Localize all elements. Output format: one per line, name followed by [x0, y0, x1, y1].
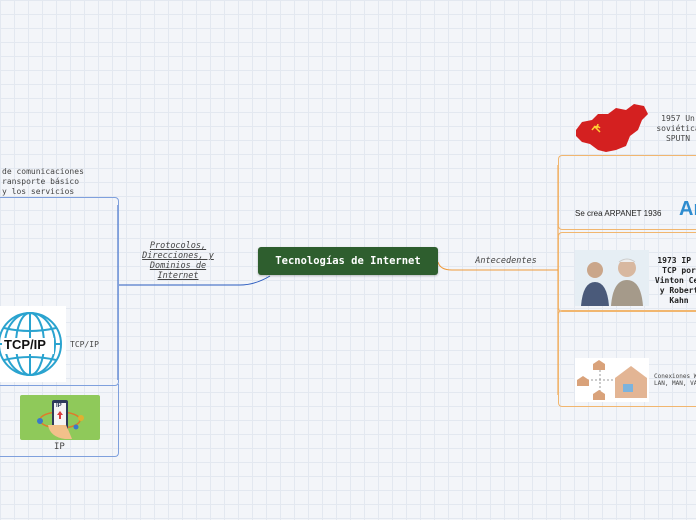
inventors-photo: [575, 250, 649, 306]
antecedentes-branch-label[interactable]: Antecedentes: [462, 256, 550, 266]
sputnik-text[interactable]: 1957 Un soviética SPUTN: [653, 114, 696, 144]
central-topic[interactable]: Tecnologías de Internet: [258, 247, 438, 275]
phone-hand-icon: [20, 395, 100, 440]
central-topic-label: Tecnologías de Internet: [275, 255, 420, 267]
tcpip-caption[interactable]: TCP/IP: [70, 340, 99, 350]
ip-badge-text: IP: [56, 403, 62, 409]
tcpip-logo-text: TCP/IP: [4, 337, 46, 352]
protocols-description-text: de comunicaciones ransporte básico y los…: [2, 167, 112, 197]
tcp-ip-history-text[interactable]: 1973 IP y TCP por Vinton Cer y Robert Ka…: [650, 256, 696, 306]
ussr-map-icon: [572, 100, 652, 156]
ip-image: IP: [20, 395, 100, 440]
network-diagram-image: [575, 358, 649, 402]
antecedentes-item-box-1: [558, 155, 696, 230]
network-types-text[interactable]: Conexiones WA LAN, MAN, VAN: [654, 373, 696, 387]
arpanet-text[interactable]: Se crea ARPANET 1936: [575, 209, 661, 218]
arpanet-logo-text: Ar: [679, 198, 696, 221]
inventors-photo-illustration: [575, 250, 649, 306]
ussr-map-image: [572, 100, 652, 156]
network-icon: [575, 358, 649, 402]
ip-caption[interactable]: IP: [54, 442, 65, 452]
tcpip-logo-image: TCP/IP: [0, 306, 66, 382]
protocols-branch-label[interactable]: Protocolos, Direcciones, y Dominios de I…: [132, 241, 224, 281]
